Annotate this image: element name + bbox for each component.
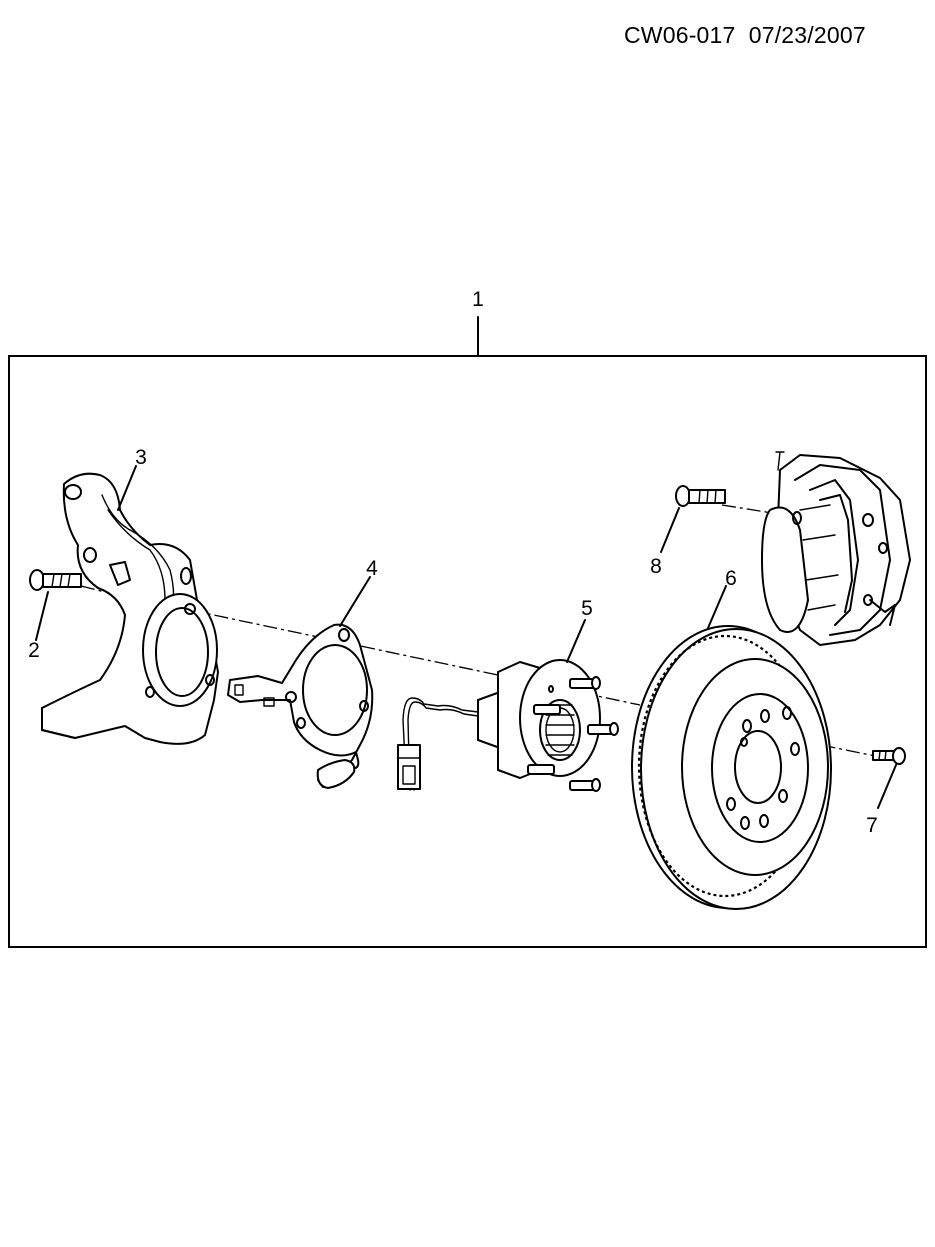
callout-1: 1	[472, 288, 484, 311]
callout-8: 8	[650, 555, 662, 578]
part-3-steering-knuckle	[41, 472, 219, 745]
callout-7: 7	[866, 814, 878, 837]
leader-5	[566, 619, 586, 663]
callout-2: 2	[28, 639, 40, 662]
leader-7	[877, 764, 897, 809]
drawing-code: CW06-017	[624, 22, 736, 48]
part-4-backing-plate	[227, 623, 374, 789]
callout-3: 3	[135, 446, 147, 469]
leader-4	[339, 576, 371, 627]
brake-caliper	[761, 451, 911, 646]
axis-line-rotor	[747, 729, 881, 758]
leader-8	[660, 507, 680, 553]
part-7-rotor-screw	[872, 747, 906, 765]
leader-6	[707, 585, 727, 629]
part-6-brake-rotor	[631, 625, 832, 910]
drawing-date: 07/23/2007	[748, 22, 866, 48]
assembly-frame	[8, 355, 927, 948]
callout-6: 6	[725, 567, 737, 590]
part-2-knuckle-bolt	[29, 569, 106, 593]
drawing-reference: CW06-017 07/23/2007	[624, 22, 866, 49]
callout-5: 5	[581, 597, 593, 620]
leader-2	[35, 591, 49, 641]
part-5-hub-bearing	[397, 659, 619, 792]
part-8-caliper-bolt	[675, 485, 726, 507]
callout-4: 4	[366, 557, 378, 580]
leader-3	[117, 465, 137, 511]
